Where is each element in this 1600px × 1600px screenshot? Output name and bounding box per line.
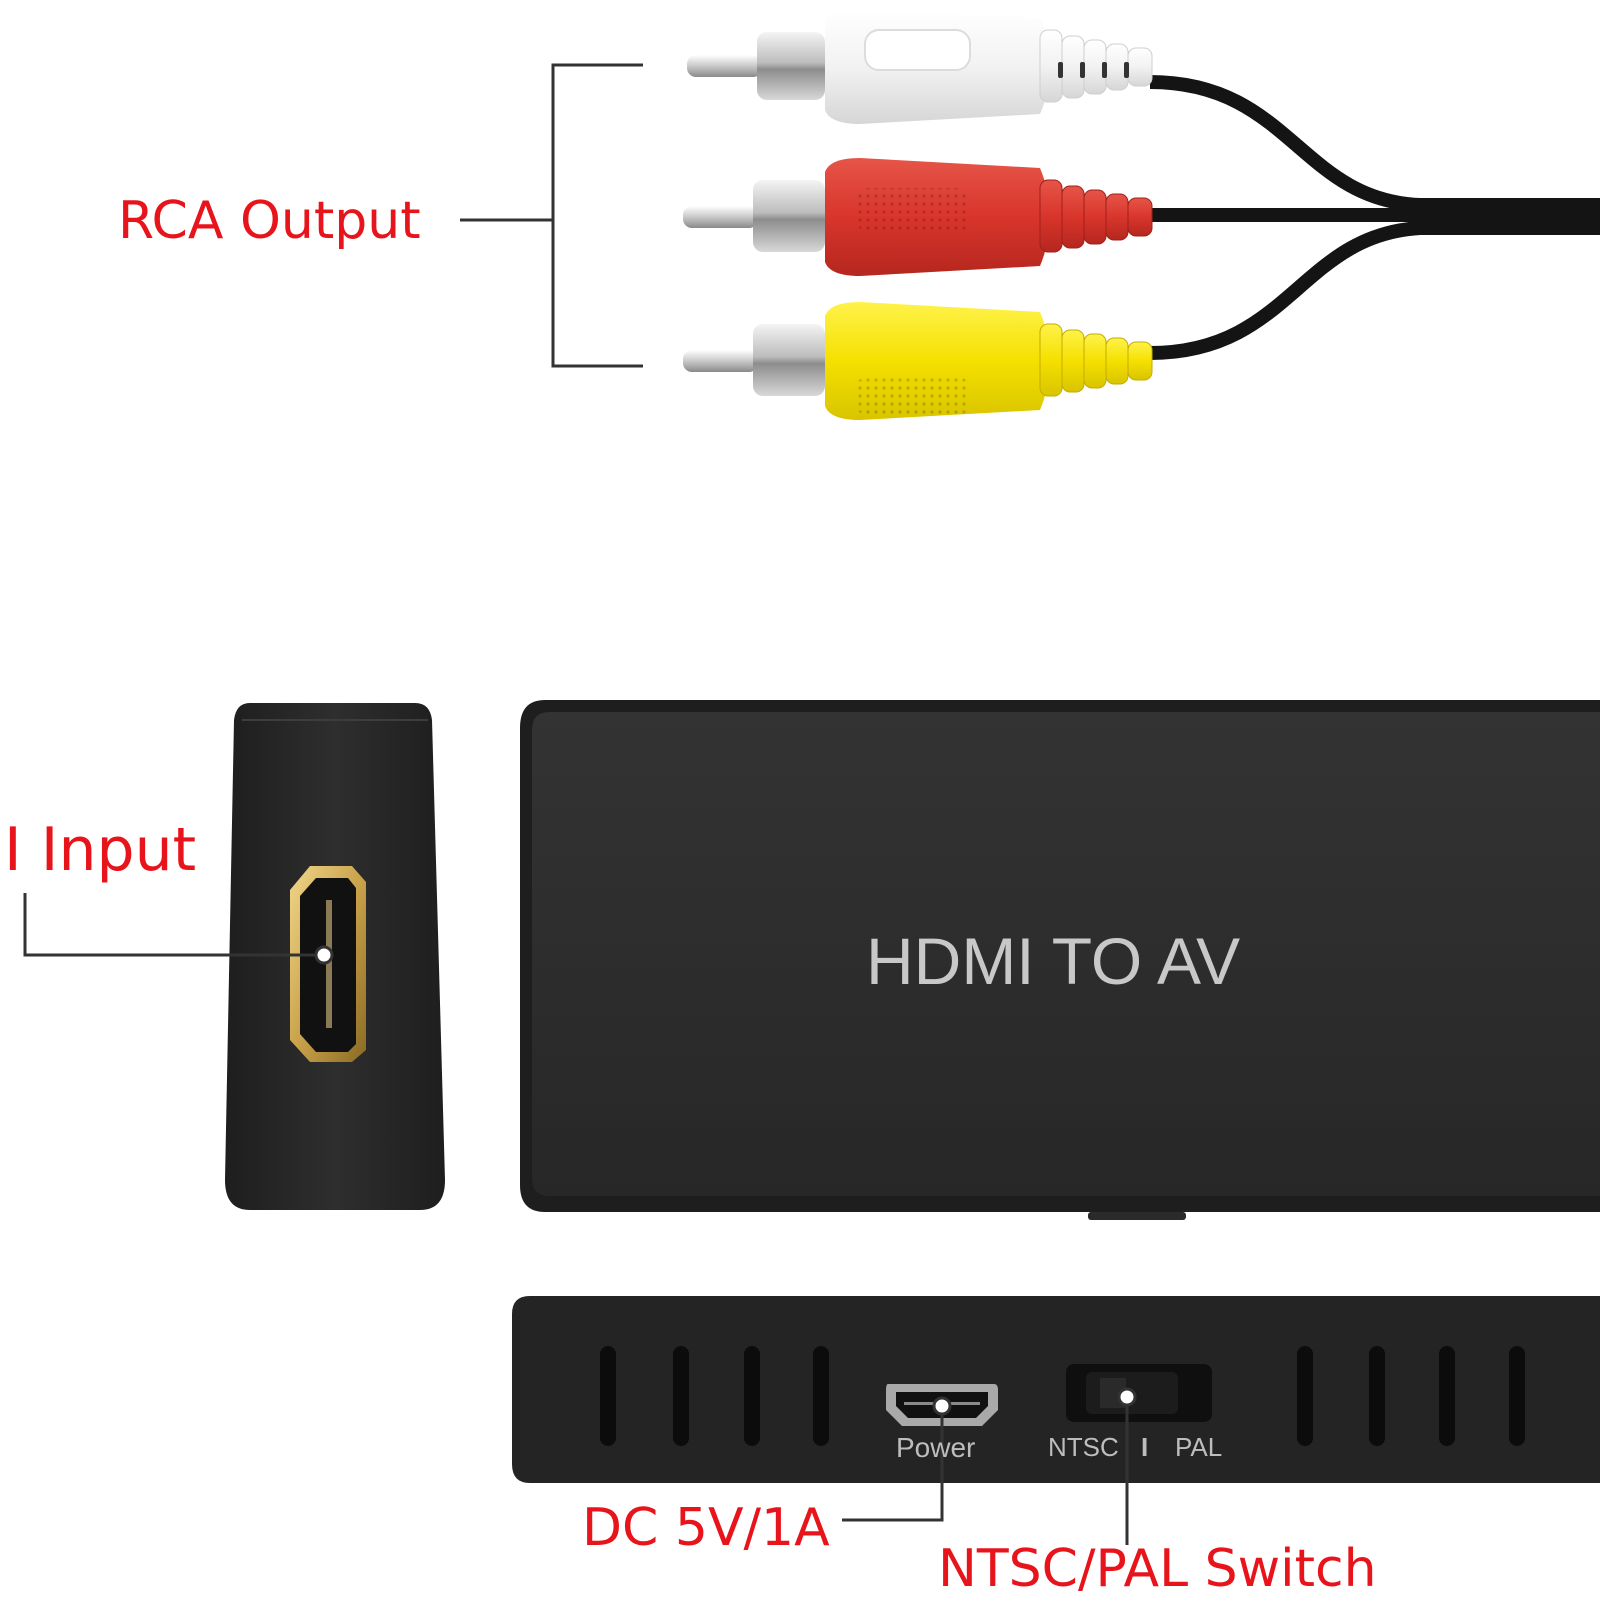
vent-slots-left (600, 1346, 829, 1446)
switch-pal-label: PAL (1175, 1432, 1223, 1462)
white-cable (1149, 75, 1600, 212)
yellow-rca-plug (683, 302, 1153, 420)
hdmi-input-label: I Input (4, 815, 197, 885)
rca-output-label: RCA Output (118, 191, 421, 251)
converter-body (520, 700, 1600, 1220)
hdmi-input-leader (23, 893, 334, 965)
white-rca-plug (687, 10, 1153, 124)
device-name: HDMI TO AV (866, 924, 1241, 998)
rca-cable-bundle (1149, 75, 1600, 360)
rca-output-bracket (460, 63, 643, 368)
vent-slots-right (1297, 1346, 1525, 1446)
hdmi-port-icon (290, 866, 366, 1062)
switch-ntsc-label: NTSC (1048, 1432, 1119, 1462)
switch-leader (1117, 1387, 1137, 1545)
power-port-label: Power (896, 1432, 976, 1463)
switch-separator: I (1141, 1432, 1149, 1462)
yellow-cable (1149, 221, 1600, 360)
ntsc-pal-switch-label: NTSC/PAL Switch (938, 1539, 1377, 1599)
slide-switch-icon (1066, 1364, 1212, 1422)
power-leader (842, 1396, 952, 1522)
dc-power-label: DC 5V/1A (582, 1498, 830, 1558)
red-rca-plug (683, 158, 1153, 276)
converter-side-panel (512, 1296, 1600, 1483)
